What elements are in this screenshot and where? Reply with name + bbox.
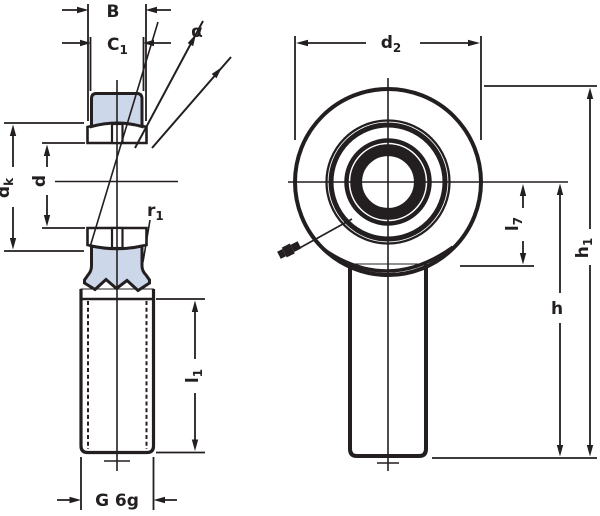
grease-nipple-hex [281,243,295,258]
label-C1: C1 [107,35,128,57]
grease-nipple-neck [290,241,302,253]
label-l7: l7 [503,217,525,231]
grease-nipple-axis-line [295,218,353,251]
dim-C1-extension-lines [89,37,145,91]
r1-leader-line [142,219,151,263]
grease-nipple-tip [277,248,287,259]
dim-d-extension-lines [42,142,85,229]
label-dk: dk [0,177,16,198]
dim-dk-arrow-top [9,124,17,136]
label-d: d [30,175,50,187]
side-view: B C1 α dk d r1 l1 G 6g [0,2,232,511]
dim-h1-arrow-top [586,87,594,99]
dim-G-arrow-left [69,496,81,504]
label-G: G 6g [95,491,139,511]
dim-h1-arrow-bottom [586,445,594,457]
grease-nipple-icon [277,241,302,259]
dim-dk-extension-lines [4,122,84,252]
dim-d2-arrow-left [296,39,308,47]
label-h: h [551,299,563,319]
angle-arrow-2 [211,67,222,79]
label-l1: l1 [183,369,205,383]
dim-d2-extension-lines [294,36,482,140]
dim-C1-arrow-right [143,39,154,47]
dim-dk-arrow-bottom [9,238,17,250]
dim-l7-arrow-bottom [519,253,527,265]
front-view: d2 l7 h h1 [277,33,597,471]
dim-d-arrow-bottom [43,215,51,227]
dim-B-arrow-left [77,6,89,14]
dim-d2-arrow-right [468,39,480,47]
dim-l7-arrow-top [519,184,527,196]
dim-l1-arrow-top [191,300,199,312]
dim-G-extension-lines [80,457,155,510]
label-r1: r1 [147,201,164,223]
dim-B-arrow-right [145,6,157,14]
dim-B-extension-lines [87,4,147,121]
dim-G-arrow-right [153,496,165,504]
angle-arrow-1 [187,34,196,47]
dim-l1-extension-lines [156,298,205,454]
dim-d-arrow-top [43,144,51,156]
label-alpha: α [191,22,203,42]
dim-h-arrow-bottom [556,445,564,457]
dim-l1-arrow-bottom [191,439,199,451]
thread-root-lines [87,301,148,449]
dim-h-arrow-top [556,183,564,195]
label-h1: h1 [573,238,595,258]
dim-C1-arrow-left [80,39,91,47]
label-B: B [107,2,120,22]
label-d2: d2 [381,33,402,55]
